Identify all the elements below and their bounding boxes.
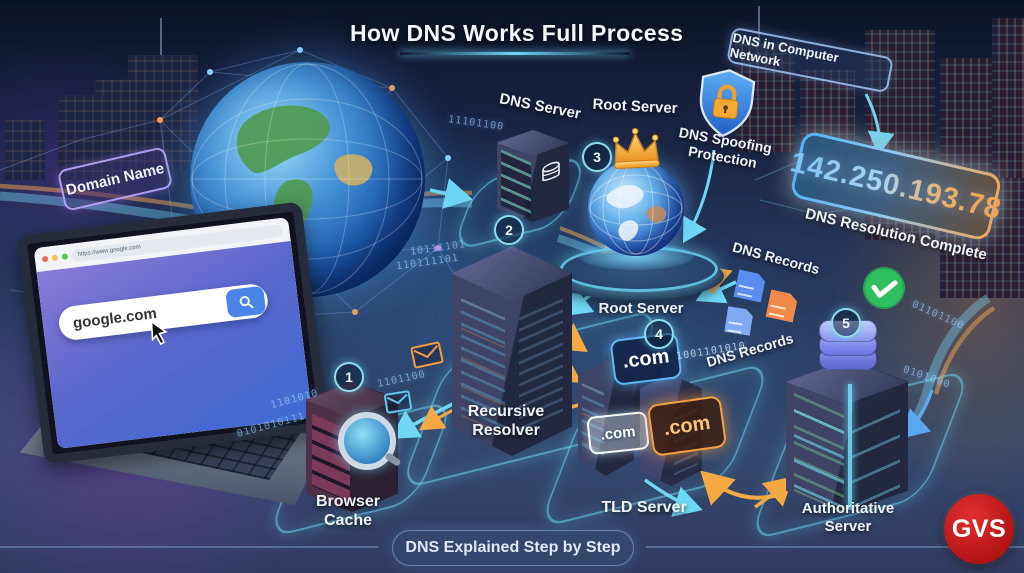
building [992,18,1024,178]
search-icon [239,295,253,308]
step-badge-1: 1 [334,362,364,392]
gvs-logo: GVS [944,494,1014,564]
window-zoom-icon [61,253,69,260]
window-minimize-icon [51,254,59,262]
tld-server-label: TLD Server [601,499,687,516]
step-badge-2: 2 [494,215,524,245]
step-badge-4: 4 [644,319,674,349]
browser-page: google.com [36,240,313,449]
footer-line-right [646,546,1024,548]
database-icon [819,320,877,384]
search-bar: google.com [57,282,270,342]
footer-line-left [0,546,378,548]
root-server-bottom-label: Root Server [598,300,684,317]
gvs-logo-text: GVS [951,514,1007,543]
resolver-label-line2: Resolver [472,422,540,440]
root-globe-icon [588,160,684,256]
antenna [160,18,162,62]
padlock-icon [712,84,739,119]
step-badge-3: 3 [582,142,612,172]
auth-label-line1: Authoritative [801,500,895,517]
step-number: 4 [655,326,663,342]
auth-label-line2: Server [824,518,872,535]
footer-pill: DNS Explained Step by Step [392,530,634,566]
cursor-icon [150,319,168,346]
check-icon [863,267,905,309]
envelope-icon [410,341,444,369]
database-icon [542,161,560,182]
page-title: How DNS Works Full Process [350,20,684,46]
shield-icon [699,69,756,138]
recursive-resolver-icon [452,246,572,456]
com-badge-right: .com [646,395,728,457]
footer-text: DNS Explained Step by Step [405,539,621,556]
magnifier-icon [338,412,402,470]
address-url: https://www.google.com [77,244,142,258]
step-number: 1 [345,369,353,385]
cache-label-line2: Cache [323,512,373,530]
resolver-label-line1: Recursive [467,403,545,420]
step-number: 3 [593,149,601,165]
step-number: 5 [842,315,850,331]
crown-icon [612,127,660,170]
laptop: https://www.google.com google.com [12,201,352,510]
window-close-icon [41,255,49,263]
building [5,120,45,180]
laptop-screen: https://www.google.com google.com [17,201,329,465]
step-number: 2 [505,222,513,238]
step-badge-5: 5 [831,308,861,338]
recursive-resolver-label: Recursive Resolver [448,402,564,440]
dns-server-icon [497,130,569,222]
title-underline [400,52,630,55]
com-badge-left: .com [586,410,650,456]
authoritative-server-icon [786,320,908,514]
browser-window: https://www.google.com google.com [33,217,313,449]
browser-cache-label: Browser Cache [298,492,398,530]
envelope-icon [383,390,413,414]
cache-label-line1: Browser [315,493,381,510]
antenna [758,6,760,44]
search-button [225,285,267,319]
authoritative-server-label: Authoritative Server [792,500,904,536]
